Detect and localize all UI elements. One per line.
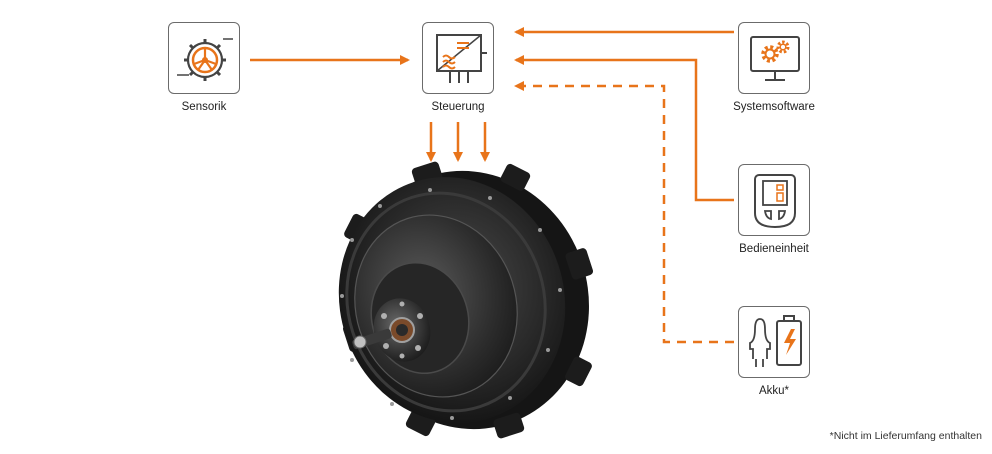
footnote: *Nicht im Lieferumfang enthalten	[829, 430, 982, 442]
display-unit-icon	[754, 174, 796, 229]
controller-icon	[436, 34, 487, 83]
gear-sensor-icon	[177, 38, 233, 81]
node-sensorik	[168, 22, 240, 94]
node-steuerung	[422, 22, 494, 94]
arrow-bedieneinheit-to-steuerung	[514, 55, 734, 202]
plug-battery-icon	[749, 315, 802, 367]
node-bedieneinheit	[738, 164, 810, 236]
label-systemsoftware: Systemsoftware	[733, 101, 815, 113]
node-systemsoftware	[738, 22, 810, 94]
arrow-akku-to-steuerung	[514, 81, 734, 344]
label-bedieneinheit: Bedieneinheit	[739, 243, 809, 255]
monitor-gears-icon	[750, 36, 800, 81]
node-akku	[738, 306, 810, 378]
label-steuerung: Steuerung	[431, 101, 485, 113]
label-sensorik: Sensorik	[181, 101, 227, 113]
label-akku: Akku*	[758, 385, 790, 397]
